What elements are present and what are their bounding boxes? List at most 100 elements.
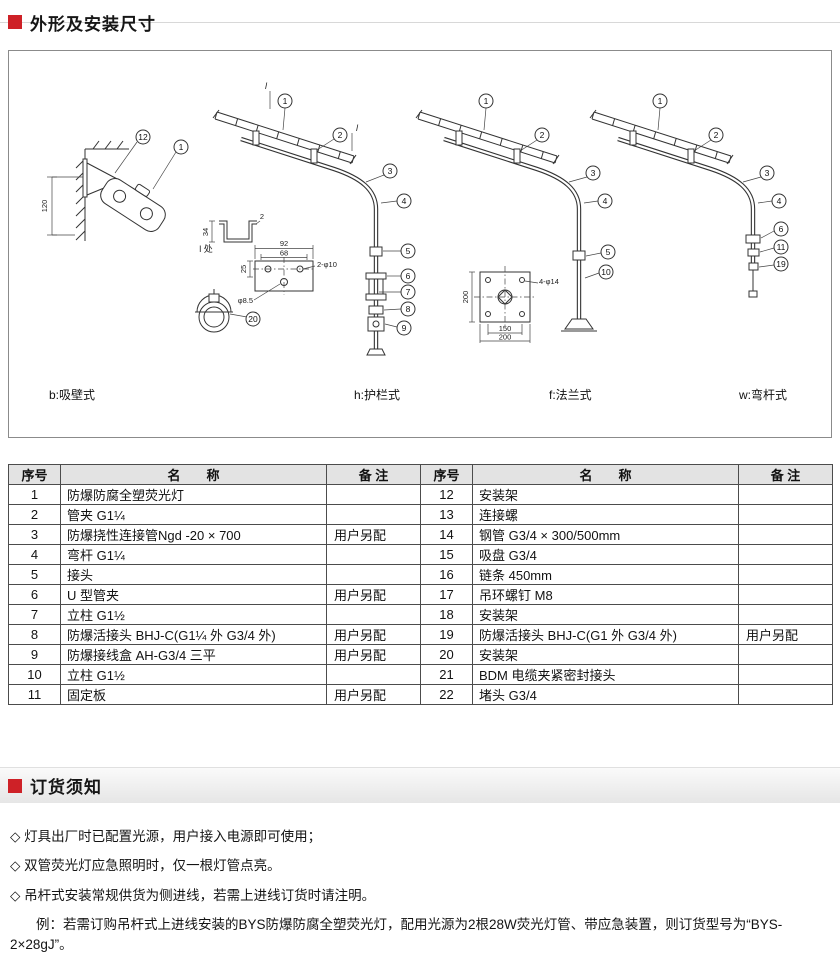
cell-remark (326, 484, 421, 505)
callout-h8: 8 (383, 301, 416, 317)
cell-name: 连接螺 (472, 504, 739, 525)
cell-no: 4 (8, 544, 61, 565)
section-title-dimensions: 外形及安装尺寸 (30, 14, 156, 34)
installation-diagram-svg: 120 12 1 l 处 34 2 (40, 81, 789, 402)
cell-name: 立柱 G1½ (60, 604, 327, 625)
cell-no: 10 (8, 664, 61, 685)
cell-no: 2 (8, 504, 61, 525)
col-header-remark-right: 备 注 (738, 464, 833, 485)
section-marker-square (8, 15, 22, 29)
pole-foot (366, 348, 386, 356)
section-header-ordering: 订货须知 (0, 767, 840, 803)
svg-text:8: 8 (406, 304, 411, 314)
caption-guardrail-mount: h:护栏式 (354, 387, 400, 402)
fixing-plate (747, 248, 760, 257)
cell-name: 弯杆 G1¼ (60, 544, 327, 565)
svg-text:9: 9 (402, 323, 407, 333)
cell-name: 固定板 (60, 684, 327, 705)
junction-box-port (372, 320, 380, 328)
cell-remark: 用户另配 (326, 644, 421, 665)
coupler (572, 250, 586, 261)
svg-text:4: 4 (603, 196, 608, 206)
dim-68: 68 (280, 249, 288, 258)
caption-flange-mount: f:法兰式 (549, 388, 592, 402)
svg-text:1: 1 (658, 96, 663, 106)
pipe-clamp (252, 130, 260, 146)
note-item-1: ◇ 灯具出厂时已配置光源，用户接入电源即可使用； (10, 829, 322, 844)
flange-bolt-hole (485, 277, 491, 283)
callout-h9: 9 (384, 320, 412, 336)
cell-remark (738, 604, 833, 625)
dim-150: 150 (499, 324, 512, 333)
callout-w19: 19 (758, 256, 789, 272)
cell-name: 防爆接线盒 AH-G3/4 三平 (60, 644, 327, 665)
cell-no: 18 (420, 604, 473, 625)
u-clamp (745, 234, 761, 244)
cell-no: 14 (420, 524, 473, 545)
cell-no: 17 (420, 584, 473, 605)
drawing-wall-mount: 120 12 1 l 处 34 2 (40, 129, 337, 402)
col-header-remark-left: 备 注 (326, 464, 421, 485)
svg-text:1: 1 (179, 142, 184, 152)
flange-bolt-hole (519, 277, 525, 283)
cell-no: 20 (420, 644, 473, 665)
end-fitting (748, 290, 758, 298)
cell-name: 安装架 (472, 604, 739, 625)
svg-text:10: 10 (601, 267, 611, 277)
flange-foot (564, 318, 594, 330)
cell-remark (326, 544, 421, 565)
union-joint (368, 305, 384, 315)
cell-no: 11 (8, 684, 61, 705)
cell-no: 5 (8, 564, 61, 585)
svg-text:2: 2 (338, 130, 343, 140)
dim-d8-5: φ8.5 (238, 296, 253, 305)
callout-f3: 3 (568, 165, 601, 183)
callout-w11: 11 (759, 239, 789, 255)
cell-no: 6 (8, 584, 61, 605)
pipe-clamp (687, 148, 695, 164)
cell-no: 22 (420, 684, 473, 705)
u-clamp-plate (365, 272, 387, 280)
wall-bracket-plate (82, 158, 88, 198)
pipe-clamp (455, 130, 463, 146)
cell-name: 吊环螺钉 M8 (472, 584, 739, 605)
cell-remark (738, 584, 833, 605)
lamp-body (100, 178, 166, 232)
cell-name: 钢管 G3/4 × 300/500mm (472, 524, 739, 545)
callout-f2: 2 (519, 127, 550, 152)
dim-2-leader (255, 220, 261, 225)
callout-h5: 5 (383, 243, 416, 259)
cell-no: 8 (8, 624, 61, 645)
cell-name: 堵头 G3/4 (472, 684, 739, 705)
cell-remark (326, 604, 421, 625)
cell-name: 安装架 (472, 644, 739, 665)
lamp-section-inner (203, 306, 225, 328)
section-header-dimensions: 外形及安装尺寸 (0, 4, 840, 40)
svg-text:5: 5 (606, 247, 611, 257)
callout-h6: 6 (387, 268, 416, 284)
callout-h1: 1 (277, 93, 293, 131)
svg-text:4: 4 (777, 196, 782, 206)
cell-no: 13 (420, 504, 473, 525)
dim-34: 34 (201, 228, 210, 236)
pipe-clamp (513, 148, 521, 164)
col-header-name-left: 名 称 (60, 464, 327, 485)
cell-remark: 用户另配 (326, 684, 421, 705)
top-hairline (0, 22, 840, 23)
cell-name: 吸盘 G3/4 (472, 544, 739, 565)
svg-text:1: 1 (484, 96, 489, 106)
callout-w4: 4 (757, 193, 787, 209)
detail-section-label: l 处 (199, 243, 213, 254)
note-item-2: ◇ 双管荧光灯应急照明时，仅一根灯管点亮。 (10, 858, 281, 874)
section-mark-l-right: l (356, 123, 359, 133)
